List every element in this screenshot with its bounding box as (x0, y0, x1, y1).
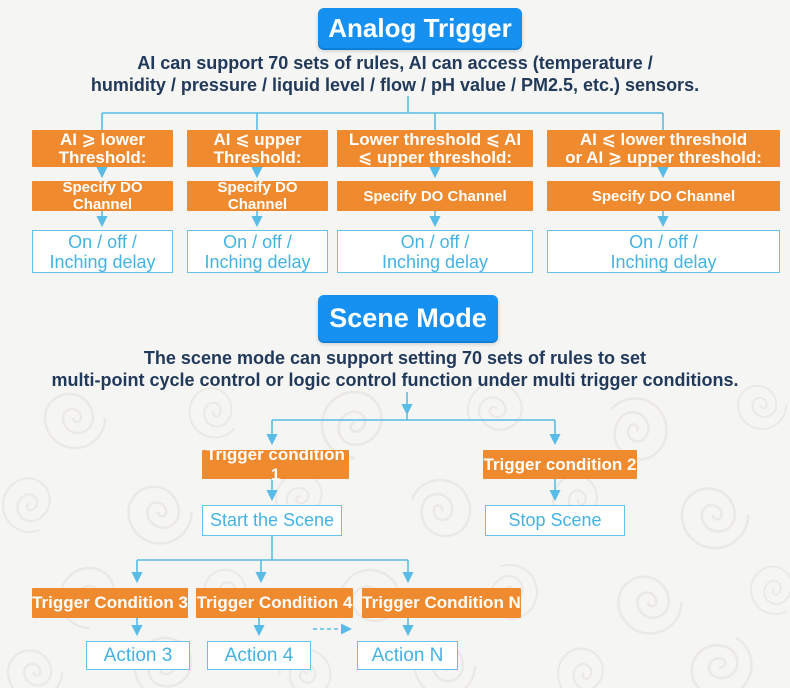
specify-do-channel-box-1: Specify DO Channel (32, 179, 173, 213)
trigger-condition-2-box: Trigger condition 2 (483, 450, 637, 479)
stop-scene-box: Stop Scene (485, 505, 625, 536)
output-box-4: On / off / Inching delay (547, 230, 780, 273)
output-box-1: On / off / Inching delay (32, 230, 173, 273)
action-3-box: Action 3 (86, 641, 190, 670)
start-the-scene-box: Start the Scene (202, 505, 342, 536)
specify-do-channel-box-3: Specify DO Channel (337, 181, 533, 211)
analog-trigger-title: Analog Trigger (318, 8, 522, 48)
output-box-2: On / off / Inching delay (187, 230, 328, 273)
specify-do-channel-box-2: Specify DO Channel (187, 179, 328, 213)
condition-box-ai-ge-lower: AI ⩾ lower Threshold: (32, 130, 173, 167)
action-n-box: Action N (357, 641, 458, 670)
condition-box-outside-thresholds: AI ⩽ lower threshold or AI ⩾ upper thres… (547, 130, 780, 167)
condition-box-ai-le-upper: AI ⩽ upper Threshold: (187, 130, 328, 167)
trigger-condition-3-box: Trigger Condition 3 (32, 588, 188, 618)
trigger-condition-1-box: Trigger condition 1 (202, 445, 349, 484)
scene-description: The scene mode can support setting 70 se… (51, 348, 739, 390)
analog-description: AI can support 70 sets of rules, AI can … (90, 53, 700, 95)
condition-box-between-thresholds: Lower threshold ⩽ AI ⩽ upper threshold: (337, 130, 533, 167)
trigger-condition-n-box: Trigger Condition N (362, 588, 521, 618)
action-4-box: Action 4 (207, 641, 311, 670)
trigger-condition-4-box: Trigger Condition 4 (196, 588, 353, 618)
specify-do-channel-box-4: Specify DO Channel (547, 181, 780, 211)
scene-mode-title: Scene Mode (318, 295, 498, 341)
output-box-3: On / off / Inching delay (337, 230, 533, 273)
